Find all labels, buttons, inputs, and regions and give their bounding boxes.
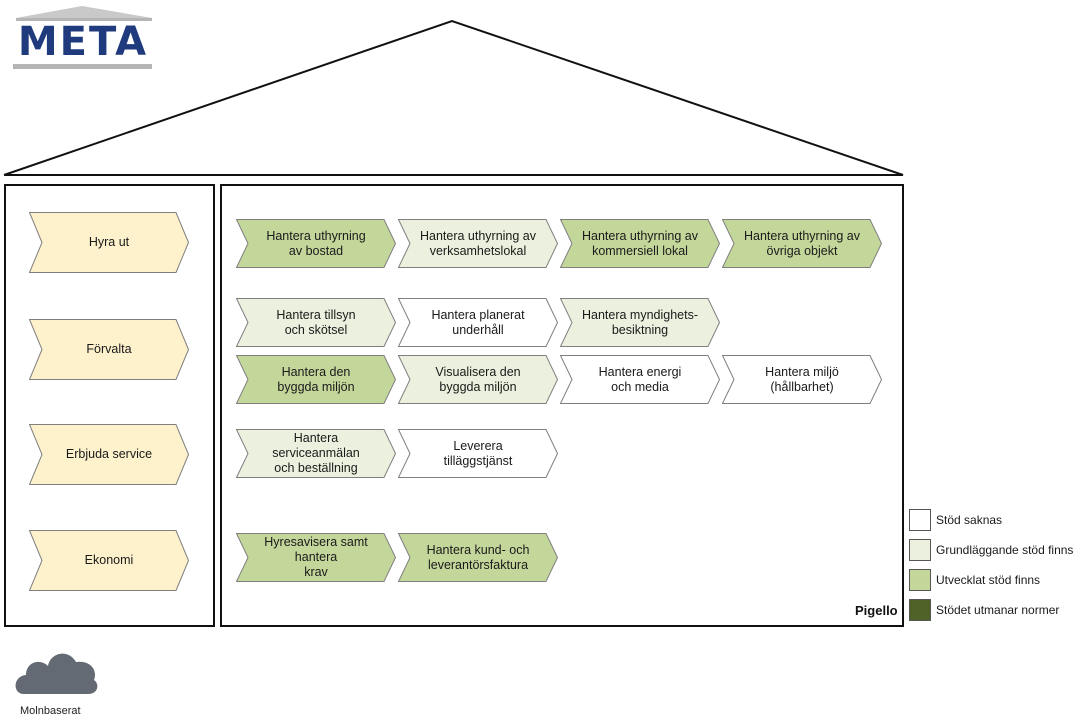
legend-label: Utvecklat stöd finns	[936, 573, 1041, 587]
process-1-3-shape	[560, 219, 720, 268]
process-3-2-label: Visualisera den byggda miljön	[435, 364, 521, 394]
process-1-2-label: Hantera uthyrning av verksamhetslokal	[419, 228, 537, 258]
process-3-4-shape	[722, 355, 882, 404]
process-4-1-label: Hantera serviceanmälan och beställning	[272, 431, 360, 475]
side-process-4-shape	[29, 530, 189, 591]
process-2-3-label: Hantera myndighets- besiktning	[581, 307, 699, 337]
process-4-1-shape	[236, 429, 396, 478]
logo-text: META	[17, 19, 149, 65]
process-2-1: Hantera tillsyn och skötsel	[236, 298, 396, 347]
legend-label: Stöd saknas	[936, 513, 1003, 527]
process-3-4: Hantera miljö (hållbarhet)	[722, 355, 882, 404]
process-1-1: Hantera uthyrning av bostad	[236, 219, 396, 268]
process-5-2: Hantera kund- och leverantörsfaktura	[398, 533, 558, 582]
process-5-2-shape	[398, 533, 558, 582]
side-process-1-label: Hyra ut	[88, 235, 130, 249]
process-3-1-label: Hantera den byggda miljön	[277, 364, 355, 394]
process-2-1-shape	[236, 298, 396, 347]
side-process-1-shape	[29, 212, 189, 273]
logo-graphic	[13, 6, 152, 69]
process-4-2-label: Leverera tilläggstjänst	[443, 438, 513, 468]
process-1-3: Hantera uthyrning av kommersiell lokal	[560, 219, 720, 268]
process-1-4: Hantera uthyrning av övriga objekt	[722, 219, 882, 268]
legend-swatch	[909, 599, 931, 621]
process-2-3-shape	[560, 298, 720, 347]
process-1-4-label: Hantera uthyrning av övriga objekt	[743, 228, 861, 258]
house-roof	[3, 19, 904, 176]
process-1-4-shape	[722, 219, 882, 268]
process-5-1-label: Hyresavisera samt hantera krav	[264, 535, 368, 579]
meta-logo: META	[10, 4, 155, 72]
system-frame	[220, 184, 904, 627]
legend-label: Stödet utmanar normer	[936, 603, 1060, 617]
process-5-1-shape	[236, 533, 396, 582]
legend-swatch	[909, 509, 931, 531]
process-1-1-shape	[236, 219, 396, 268]
process-2-3: Hantera myndighets- besiktning	[560, 298, 720, 347]
process-1-2-shape	[398, 219, 558, 268]
process-2-2: Hantera planerat underhåll	[398, 298, 558, 347]
side-process-2-label: Förvalta	[86, 342, 132, 356]
process-3-2: Visualisera den byggda miljön	[398, 355, 558, 404]
process-2-1-label: Hantera tillsyn och skötsel	[276, 307, 356, 337]
side-process-3-label: Erbjuda service	[65, 447, 153, 461]
legend-item-challenges: Stödet utmanar normer	[909, 598, 1059, 622]
process-4-2-shape	[398, 429, 558, 478]
system-label: Pigello	[855, 603, 898, 618]
process-3-2-shape	[398, 355, 558, 404]
side-process-2-shape	[29, 319, 189, 380]
process-4-2: Leverera tilläggstjänst	[398, 429, 558, 478]
legend-item-basic: Grundläggande stöd finns	[909, 538, 1073, 562]
process-3-3-label: Hantera energi och media	[598, 364, 682, 394]
cloud-label: Molnbaserat	[20, 705, 81, 717]
legend-swatch	[909, 569, 931, 591]
side-process-3-shape	[29, 424, 189, 485]
process-1-2: Hantera uthyrning av verksamhetslokal	[398, 219, 558, 268]
side-process-4: Ekonomi	[29, 530, 189, 591]
process-2-2-label: Hantera planerat underhåll	[431, 307, 525, 337]
process-3-3: Hantera energi och media	[560, 355, 720, 404]
side-process-1: Hyra ut	[29, 212, 189, 273]
process-3-1-shape	[236, 355, 396, 404]
process-3-4-label: Hantera miljö (hållbarhet)	[765, 364, 839, 394]
process-5-2-label: Hantera kund- och leverantörsfaktura	[426, 542, 530, 572]
legend-item-developed: Utvecklat stöd finns	[909, 568, 1040, 592]
process-1-3-label: Hantera uthyrning av kommersiell lokal	[581, 228, 699, 258]
process-2-2-shape	[398, 298, 558, 347]
side-process-3: Erbjuda service	[29, 424, 189, 485]
process-1-1-label: Hantera uthyrning av bostad	[266, 228, 366, 258]
legend-item-none: Stöd saknas	[909, 508, 1002, 532]
core-processes-frame	[4, 184, 215, 627]
process-3-1: Hantera den byggda miljön	[236, 355, 396, 404]
side-process-2: Förvalta	[29, 319, 189, 380]
process-4-1: Hantera serviceanmälan och beställning	[236, 429, 396, 478]
legend-label: Grundläggande stöd finns	[936, 543, 1074, 557]
legend-swatch	[909, 539, 931, 561]
process-5-1: Hyresavisera samt hantera krav	[236, 533, 396, 582]
process-3-3-shape	[560, 355, 720, 404]
side-process-4-label: Ekonomi	[84, 553, 134, 567]
cloud-icon	[14, 648, 98, 703]
